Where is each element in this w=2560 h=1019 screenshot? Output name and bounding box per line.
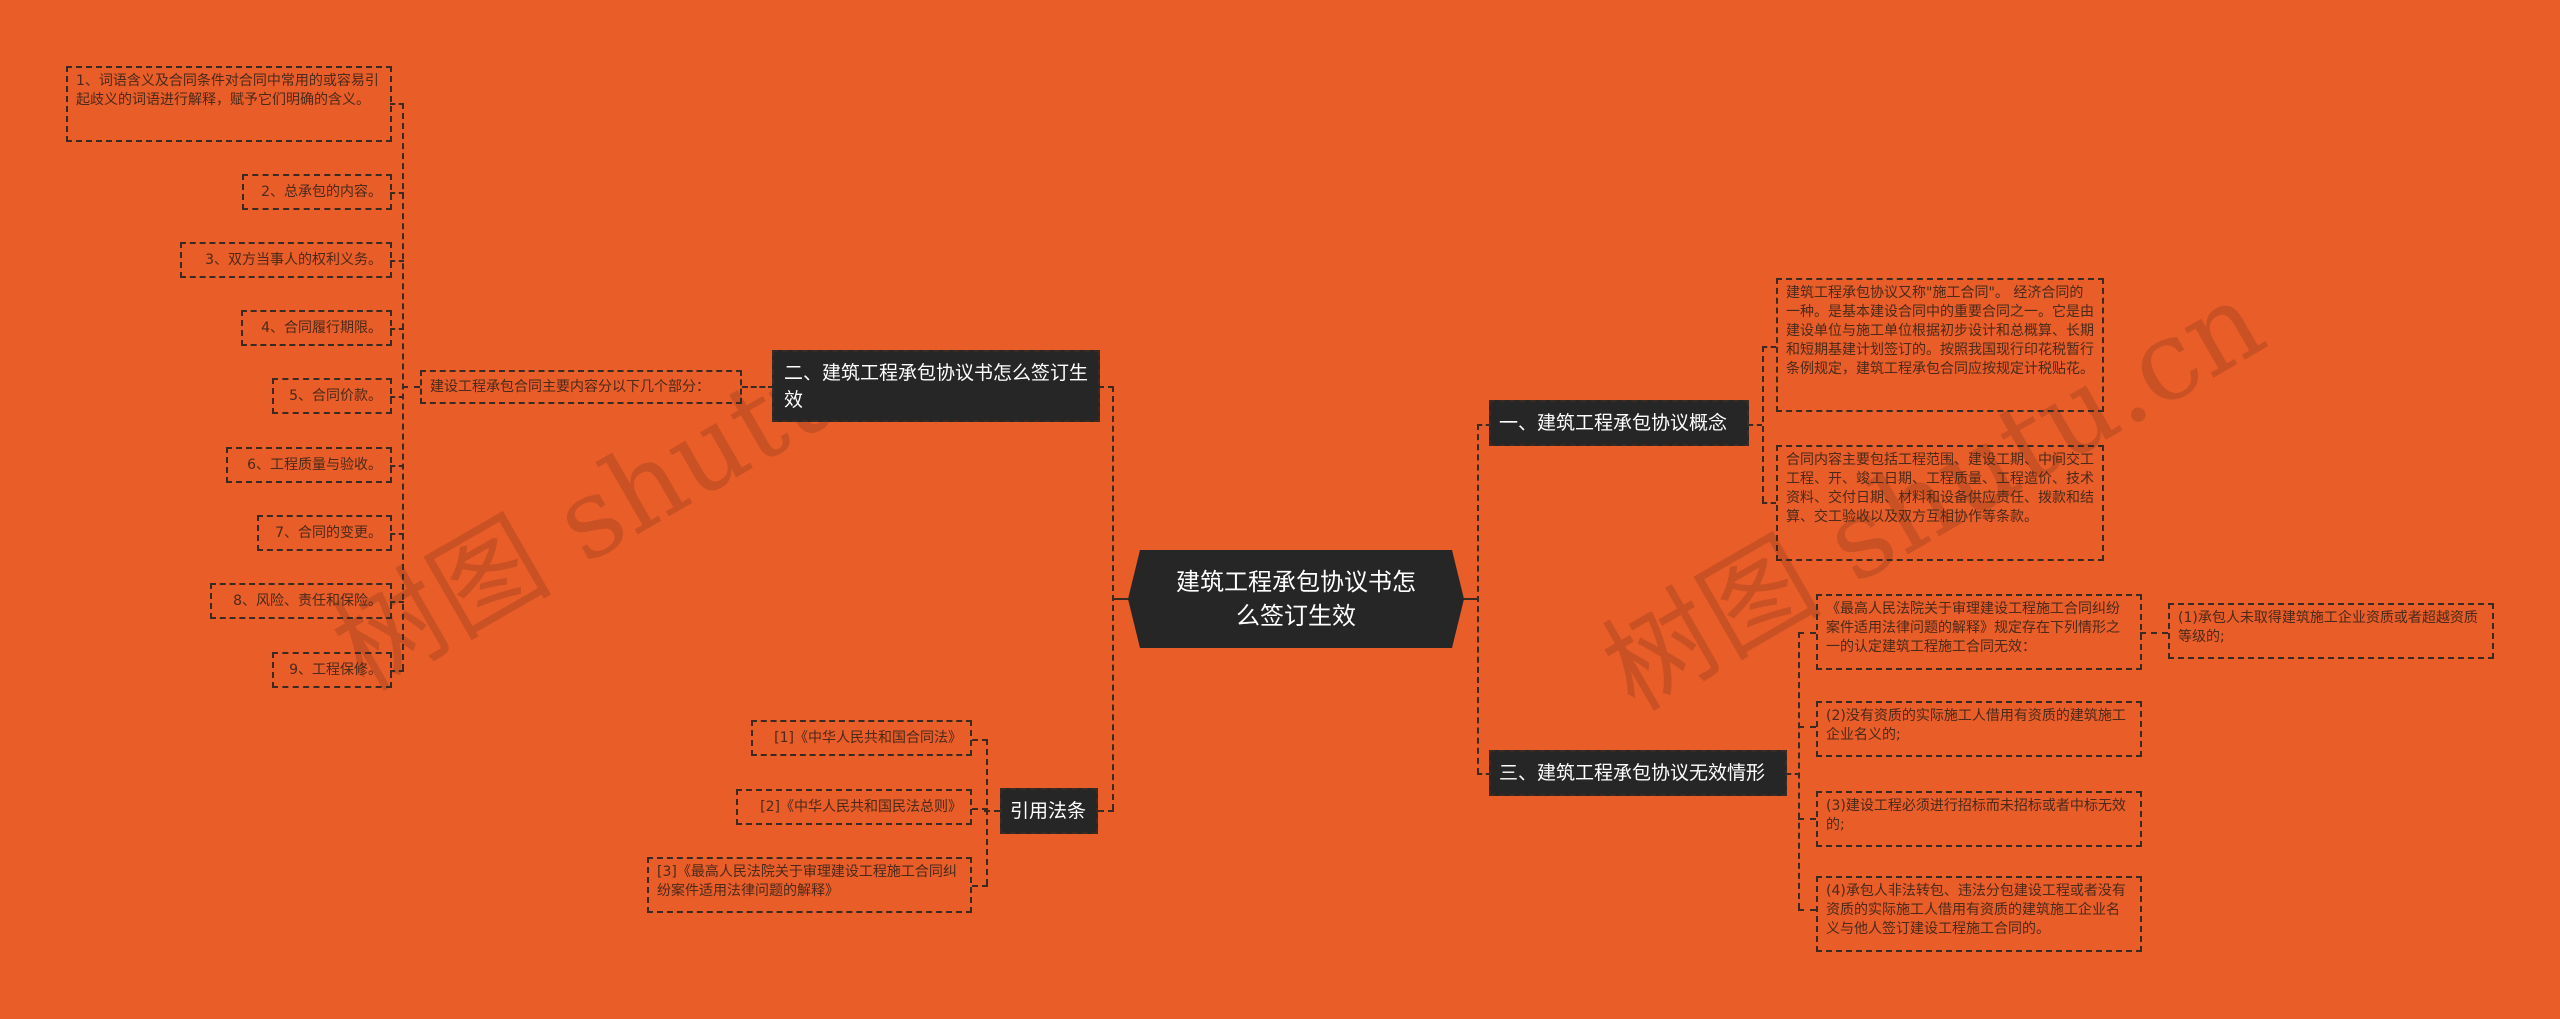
branch-label: 一、建筑工程承包协议概念 <box>1499 412 1728 434</box>
root-node[interactable]: 建筑工程承包协议书怎么签订生效 <box>1128 550 1464 648</box>
connector <box>972 808 988 810</box>
branch-label: 引用法条 <box>1010 800 1087 822</box>
connector <box>1477 424 1479 774</box>
connector <box>986 739 988 885</box>
connector <box>1762 346 1764 502</box>
invalid-sub-item-1[interactable]: (1)承包人未取得建筑施工企业资质或者超越资质等级的; <box>2168 603 2494 659</box>
connector <box>390 465 404 467</box>
connector <box>1786 773 1800 775</box>
connector <box>1462 598 1478 600</box>
connector <box>1798 726 1816 728</box>
connector <box>390 260 404 262</box>
branch-label: 二、建筑工程承包协议书怎么签订生效 <box>784 362 1089 411</box>
connector <box>2140 632 2168 634</box>
connector <box>1798 818 1816 820</box>
connector <box>390 396 404 398</box>
connector <box>1748 424 1762 426</box>
connector <box>390 601 404 603</box>
leaf-item-9[interactable]: 9、工程保修。 <box>272 652 392 688</box>
connector <box>390 533 404 535</box>
connector <box>402 103 404 670</box>
branch-invalid-cases[interactable]: 三、建筑工程承包协议无效情形 <box>1489 750 1787 796</box>
leaf-item-8[interactable]: 8、风险、责任和保险。 <box>210 583 392 619</box>
connector <box>390 328 404 330</box>
connector <box>984 810 1000 812</box>
connector <box>1477 773 1491 775</box>
leaf-item-5[interactable]: 5、合同价款。 <box>272 378 392 414</box>
invalid-item-intro[interactable]: 《最高人民法院关于审理建设工程施工合同纠纷案件适用法律问题的解释》规定存在下列情… <box>1816 594 2142 670</box>
connector <box>1798 632 1800 909</box>
connector <box>1477 424 1491 426</box>
connector <box>402 386 420 388</box>
connector <box>1762 502 1776 504</box>
concept-item-1[interactable]: 建筑工程承包协议又称"施工合同"。 经济合同的一种。是基本建设合同中的重要合同之… <box>1776 278 2104 412</box>
root-label: 建筑工程承包协议书怎么签订生效 <box>1176 568 1416 630</box>
law-item-3[interactable]: [3]《最高人民法院关于审理建设工程施工合同纠纷案件适用法律问题的解释》 <box>647 857 972 913</box>
connector <box>1112 386 1114 810</box>
branch-cited-laws[interactable]: 引用法条 <box>1000 788 1098 834</box>
connector <box>1798 632 1816 634</box>
connector <box>1762 346 1776 348</box>
connector <box>390 670 404 672</box>
invalid-item-4[interactable]: (4)承包人非法转包、违法分包建设工程或者没有资质的实际施工人借用有资质的建筑施… <box>1816 876 2142 952</box>
leaf-item-6[interactable]: 6、工程质量与验收。 <box>226 447 392 483</box>
connector <box>1098 386 1114 388</box>
hexagon-shape <box>1128 550 1464 648</box>
leaf-item-3[interactable]: 3、双方当事人的权利义务。 <box>180 242 392 278</box>
connector <box>1112 598 1130 600</box>
connector <box>1098 810 1114 812</box>
leaf-item-2[interactable]: 2、总承包的内容。 <box>242 174 392 210</box>
invalid-item-3[interactable]: (3)建设工程必须进行招标而未招标或者中标无效的; <box>1816 791 2142 847</box>
law-item-2[interactable]: [2]《中华人民共和国民法总则》 <box>736 789 972 825</box>
connector <box>390 103 404 105</box>
branch-label: 三、建筑工程承包协议无效情形 <box>1499 762 1766 784</box>
connector <box>742 386 774 388</box>
connector <box>972 885 988 887</box>
connector <box>972 739 988 741</box>
branch-concept[interactable]: 一、建筑工程承包协议概念 <box>1489 400 1749 446</box>
leaf-item-1[interactable]: 1、词语含义及合同条件对合同中常用的或容易引起歧义的词语进行解释，赋予它们明确的… <box>66 66 392 142</box>
invalid-item-2[interactable]: (2)没有资质的实际施工人借用有资质的建筑施工企业名义的; <box>1816 701 2142 757</box>
connector <box>1798 909 1816 911</box>
leaf-item-4[interactable]: 4、合同履行期限。 <box>241 310 392 346</box>
law-item-1[interactable]: [1]《中华人民共和国合同法》 <box>751 720 972 756</box>
connector <box>390 192 404 194</box>
leaf-item-7[interactable]: 7、合同的变更。 <box>257 515 392 551</box>
branch-how-to-sign[interactable]: 二、建筑工程承包协议书怎么签订生效 <box>772 350 1100 422</box>
concept-item-2[interactable]: 合同内容主要包括工程范围、建设工期、中间交工工程、开、竣工日期、工程质量、工程造… <box>1776 445 2104 561</box>
leaf-intro[interactable]: 建设工程承包合同主要内容分以下几个部分： <box>420 370 742 404</box>
